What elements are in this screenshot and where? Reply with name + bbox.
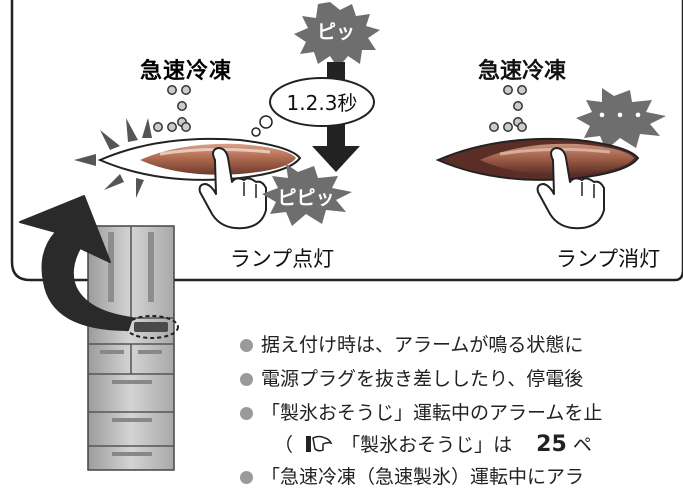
lamp-dots-right (489, 85, 527, 132)
bullet-dot (240, 373, 253, 386)
lamp-dots-left (153, 85, 191, 132)
lamp-off (435, 137, 640, 181)
beep-starburst-top: ピッ (294, 2, 380, 68)
book-reference-icon (306, 435, 333, 452)
beep-short-text: ピッ (317, 21, 355, 43)
silent-text: ・・・ (593, 106, 647, 127)
note-4: 「急速冷凍（急速製氷）運転中にアラ (240, 462, 584, 489)
operation-diagram: ピッ 急速冷凍 1.2.3秒 (10, 0, 683, 471)
right-title: 急速冷凍 (478, 58, 567, 84)
lamp-off-caption: ランプ消灯 (556, 247, 660, 271)
lamp-on (97, 137, 302, 181)
note-3: 「製氷おそうじ」運転中のアラームを止 (240, 398, 602, 425)
page-reference: （ 「製氷おそうじ」は 25 ペ (274, 432, 592, 457)
silent-starburst: ・・・ (576, 88, 666, 150)
hold-time-bubble: 1.2.3秒 (251, 77, 375, 137)
beep-starburst-double: ピピッ (262, 164, 352, 226)
lamp-on-caption: ランプ点灯 (230, 247, 334, 271)
finger-left (198, 147, 267, 230)
light-rays (74, 118, 152, 198)
zoom-arrow (19, 195, 133, 331)
finger-right (536, 147, 605, 230)
note-2: 電源プラグを抜き差ししたり、停電後 (240, 364, 583, 391)
refrigerator (87, 225, 175, 471)
hold-time-text: 1.2.3秒 (287, 91, 358, 115)
bullet-dot (240, 407, 253, 420)
beep-double-text: ピピッ (277, 187, 334, 209)
bullet-dot (240, 339, 253, 352)
left-title: 急速冷凍 (140, 58, 232, 84)
note-1: 据え付け時は、アラームが鳴る状態に (240, 330, 583, 357)
control-panel-highlight (125, 315, 179, 339)
bullet-dot (240, 471, 253, 484)
